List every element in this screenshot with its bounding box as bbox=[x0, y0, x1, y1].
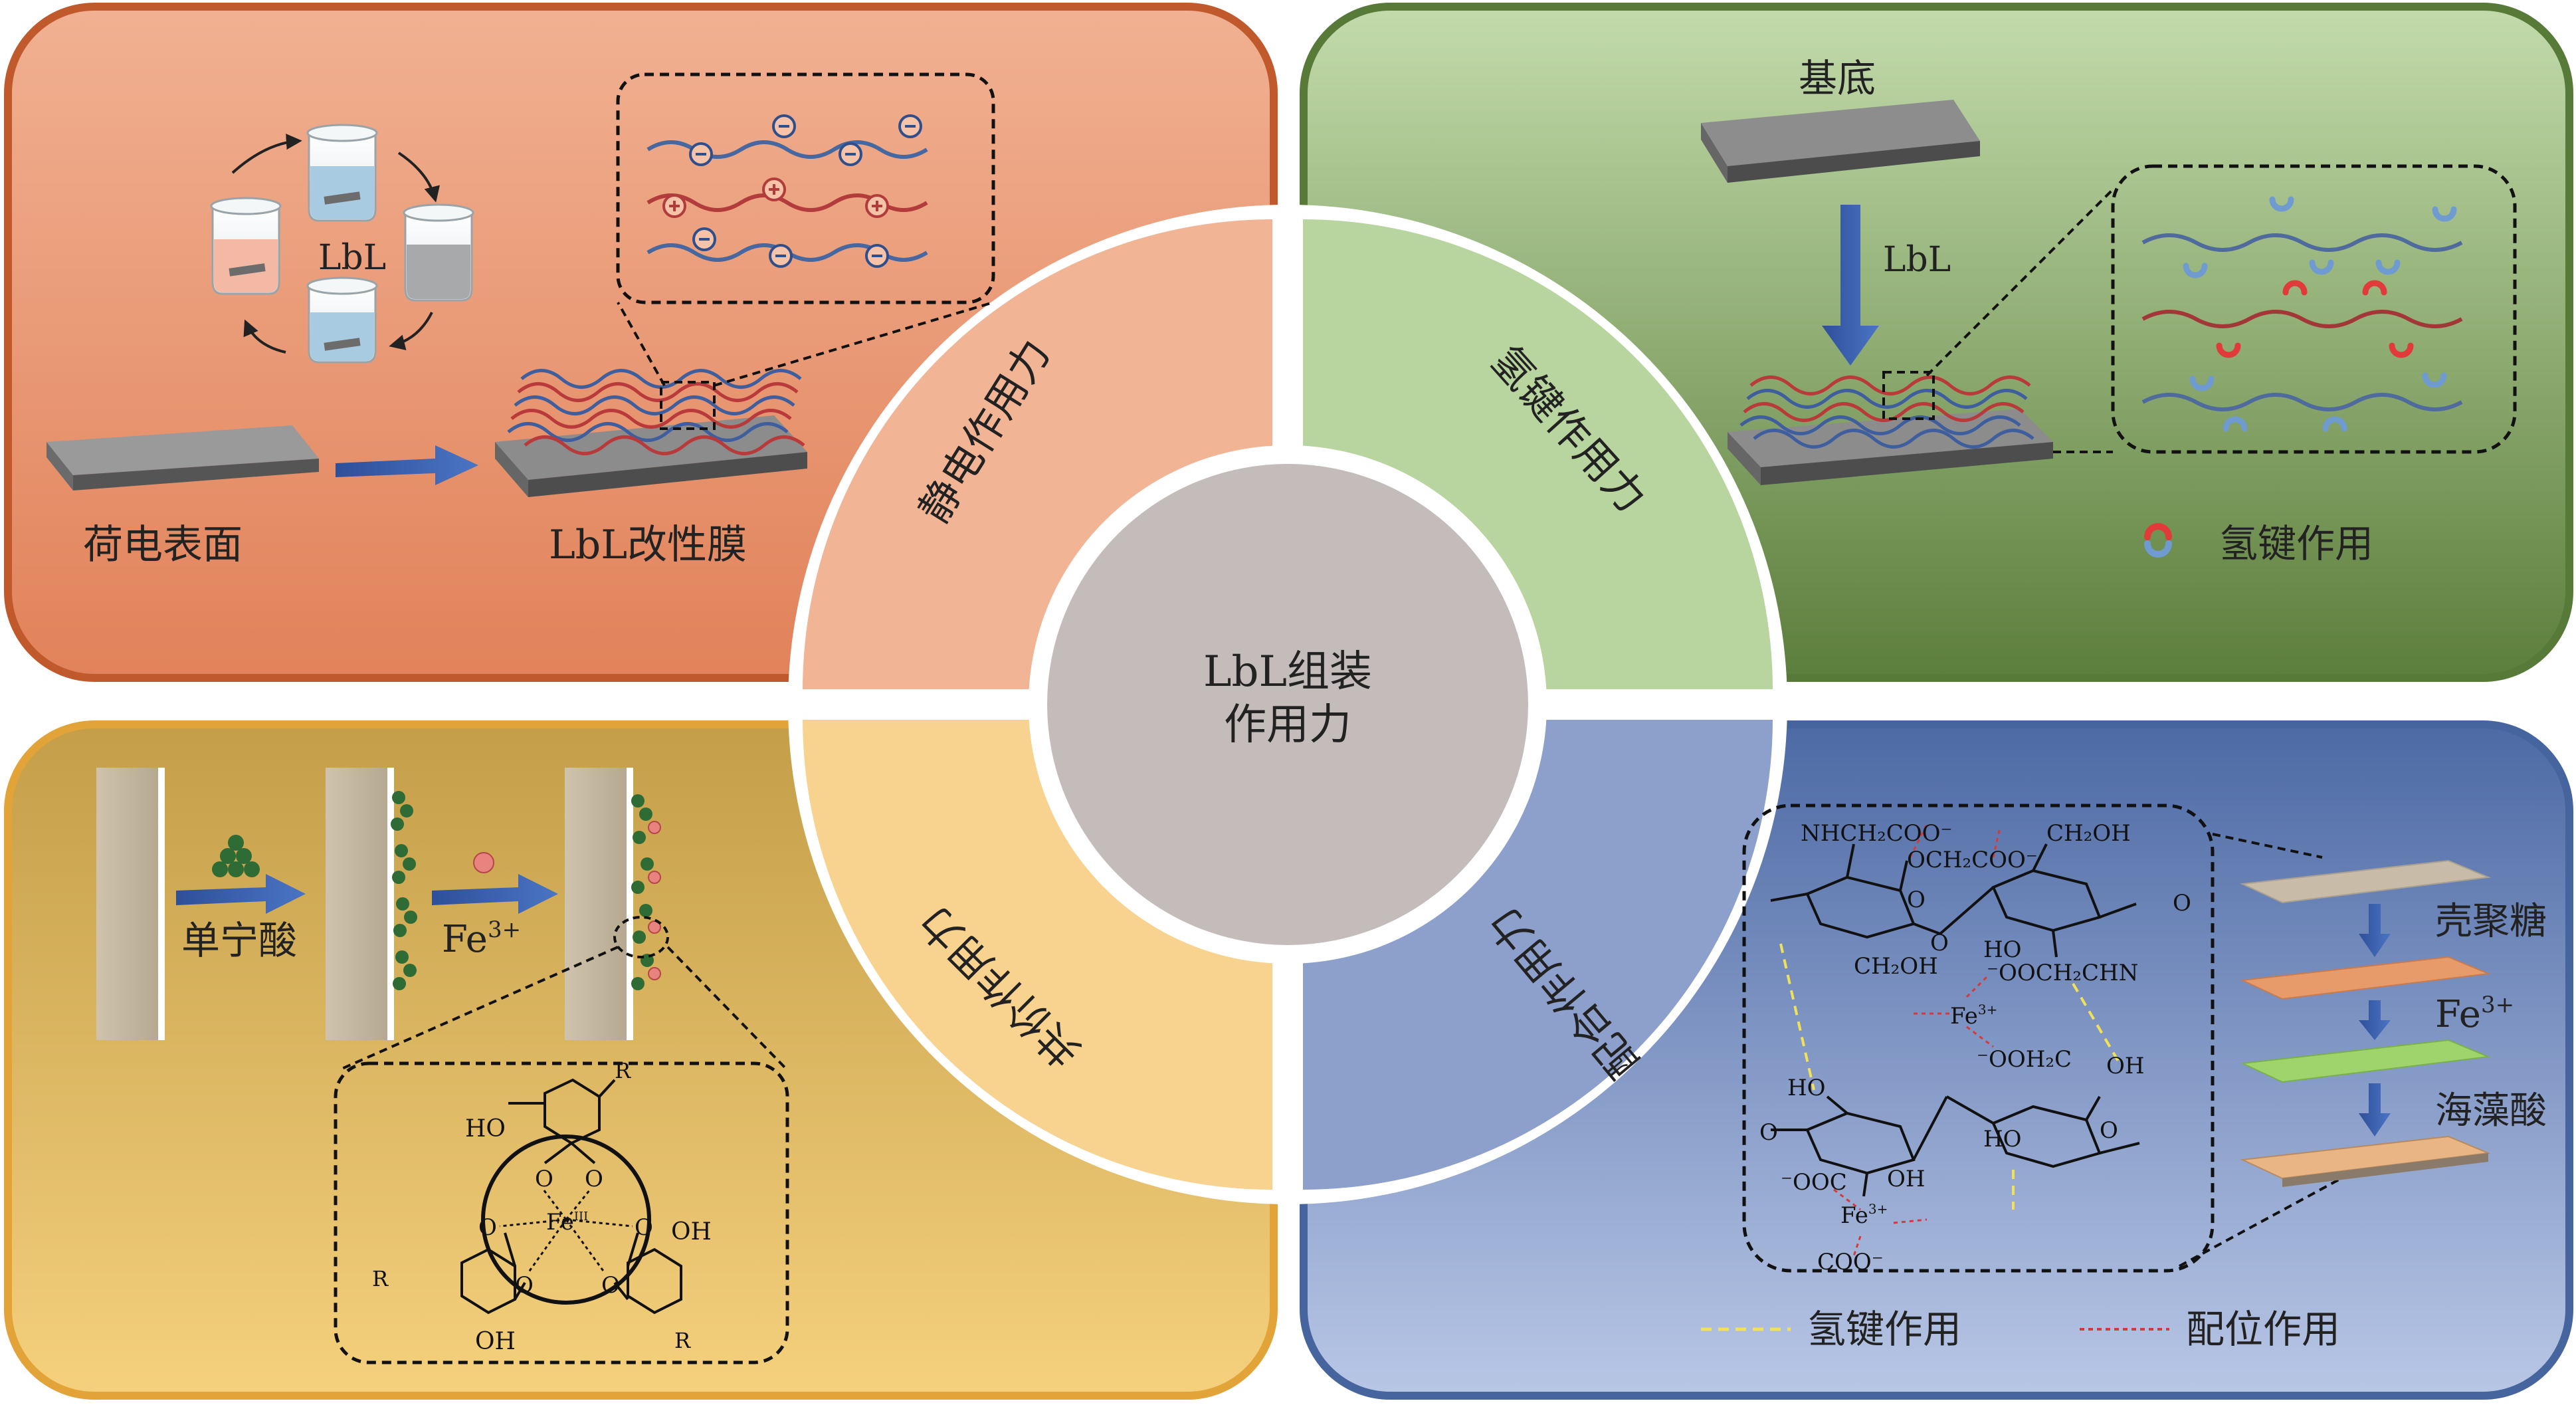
center-disc bbox=[1047, 464, 1528, 945]
center-title-line2: 作用力 bbox=[1224, 701, 1351, 750]
chem-o-5: O bbox=[515, 1272, 534, 1299]
chem-nhch2coo: NHCH₂COO⁻ bbox=[1801, 820, 1952, 847]
label-tannic-acid: 单宁酸 bbox=[181, 918, 297, 963]
layer-chitosan bbox=[2240, 859, 2491, 904]
chem-ring-o-3: O bbox=[1930, 930, 1949, 956]
chem-o-1: O bbox=[535, 1166, 553, 1192]
zoom-ellipse bbox=[613, 916, 669, 958]
chem-o-6: O bbox=[601, 1272, 620, 1299]
cycle-label: LbL bbox=[318, 238, 386, 278]
chem-r-bottom: R bbox=[674, 1328, 691, 1353]
zoom-line-7 bbox=[2212, 833, 2323, 859]
hbond-membrane-plate bbox=[1728, 371, 2053, 485]
cycle-arrow-2 bbox=[397, 152, 440, 203]
label-fe-layer: Fe3+ bbox=[2435, 992, 2514, 1036]
beaker-bottom bbox=[306, 276, 378, 364]
arrow-tannic bbox=[176, 874, 306, 914]
chem-oohc: ⁻OOH₂C bbox=[1977, 1046, 2072, 1073]
chem-oh-bottom: OH bbox=[475, 1328, 516, 1355]
beaker-cycle: LbL bbox=[210, 124, 474, 364]
lbl-membrane-plate bbox=[495, 369, 807, 497]
chem-ho-top: HO bbox=[465, 1115, 506, 1142]
chem-ooch2chn: ⁻OOCH₂CHN bbox=[1987, 960, 2138, 986]
substrate-plate bbox=[1701, 100, 1980, 183]
walls bbox=[96, 768, 633, 1040]
label-substrate: 基底 bbox=[1799, 56, 1876, 101]
beaker-top bbox=[306, 124, 378, 222]
zoom-box-charges bbox=[616, 72, 995, 304]
layer-stack bbox=[2240, 859, 2491, 1187]
beaker-right bbox=[403, 203, 474, 302]
lbl-down-arrow bbox=[1822, 205, 1879, 366]
chem-och2coo: OCH₂COO⁻ bbox=[1907, 847, 2038, 873]
zoom-box-fe-complex: HO R O O O O O O FeIII OH R OH R bbox=[334, 1058, 789, 1364]
label-chitosan: 壳聚糖 bbox=[2435, 900, 2547, 943]
label-lbl-arrow: LbL bbox=[1883, 240, 1951, 280]
zoom-line-5 bbox=[338, 946, 619, 1071]
chem-o-2: O bbox=[585, 1166, 603, 1192]
chem-r-top: R bbox=[615, 1058, 631, 1083]
label-charged-surface: 荷电表面 bbox=[83, 522, 243, 568]
charged-surface-plate bbox=[47, 425, 319, 490]
chem-ring-o-5: O bbox=[2100, 1117, 2118, 1144]
membrane-layers bbox=[507, 369, 805, 455]
chem-fe-bottom: Fe3+ bbox=[1840, 1201, 1888, 1229]
chem-fe-top: Fe3+ bbox=[1950, 1002, 1997, 1029]
label-lbl-membrane: LbL改性膜 bbox=[549, 522, 747, 568]
process-arrow bbox=[336, 445, 478, 485]
label-fe-ion: Fe3+ bbox=[442, 917, 521, 961]
chem-ooc: ⁻OOC bbox=[1781, 1169, 1847, 1196]
center-title-line1: LbL组装 bbox=[1203, 647, 1372, 697]
chem-oh-low: OH bbox=[1887, 1166, 1926, 1192]
label-alginate: 海藻酸 bbox=[2435, 1089, 2547, 1133]
chem-oh-right: OH bbox=[2106, 1053, 2145, 1079]
chem-ho-mid: HO bbox=[1983, 936, 2022, 963]
cycle-arrow-4 bbox=[243, 319, 286, 354]
chem-r-left: R bbox=[372, 1266, 389, 1291]
zoom-box-coordination: NHCH₂COO⁻ OCH₂COO⁻ CH₂OH O O CH₂OH O HO … bbox=[1742, 804, 2215, 1275]
chem-ch2oh-top: CH₂OH bbox=[2046, 820, 2131, 847]
chem-ring-o-1: O bbox=[1907, 887, 1926, 913]
chem-o-4: O bbox=[635, 1214, 653, 1241]
cycle-arrow-3 bbox=[389, 312, 433, 350]
legend-coord-label: 配位作用 bbox=[2186, 1307, 2340, 1352]
chem-ho-left: HO bbox=[1787, 1075, 1826, 1101]
beaker-left bbox=[210, 197, 282, 295]
layer-alginate bbox=[2240, 1039, 2491, 1083]
legend-hbond-label: 氢键作用 bbox=[1807, 1307, 1961, 1352]
layer-fe bbox=[2240, 956, 2491, 1000]
zoom-line-1 bbox=[617, 302, 666, 386]
iron-ion-particles bbox=[473, 821, 661, 980]
chem-ho-r2: HO bbox=[1983, 1126, 2022, 1152]
chem-ring-o-4: O bbox=[1759, 1119, 1778, 1146]
hbond-legend-label: 氢键作用 bbox=[2219, 521, 2373, 566]
hbond-legend-icon bbox=[2144, 523, 2172, 558]
tannic-acid-particles bbox=[212, 791, 654, 990]
chem-fe-center: FeIII bbox=[546, 1209, 588, 1236]
zoom-line-2 bbox=[714, 301, 994, 387]
chem-oh-right: OH bbox=[671, 1218, 712, 1245]
arrow-fe bbox=[432, 874, 558, 914]
cycle-arrow-1 bbox=[231, 134, 302, 174]
complex-circle bbox=[481, 1135, 651, 1305]
zoom-line-3 bbox=[1926, 188, 2114, 377]
chem-o-3: O bbox=[478, 1214, 497, 1241]
zoom-line-6 bbox=[666, 946, 789, 1071]
chem-coo: COO⁻ bbox=[1817, 1249, 1884, 1275]
chem-ch2oh-mid: CH₂OH bbox=[1854, 953, 1938, 980]
zoom-line-8 bbox=[2179, 1178, 2339, 1267]
chem-ring-o-2: O bbox=[2173, 890, 2191, 917]
zoom-box-hbond bbox=[2111, 164, 2517, 454]
